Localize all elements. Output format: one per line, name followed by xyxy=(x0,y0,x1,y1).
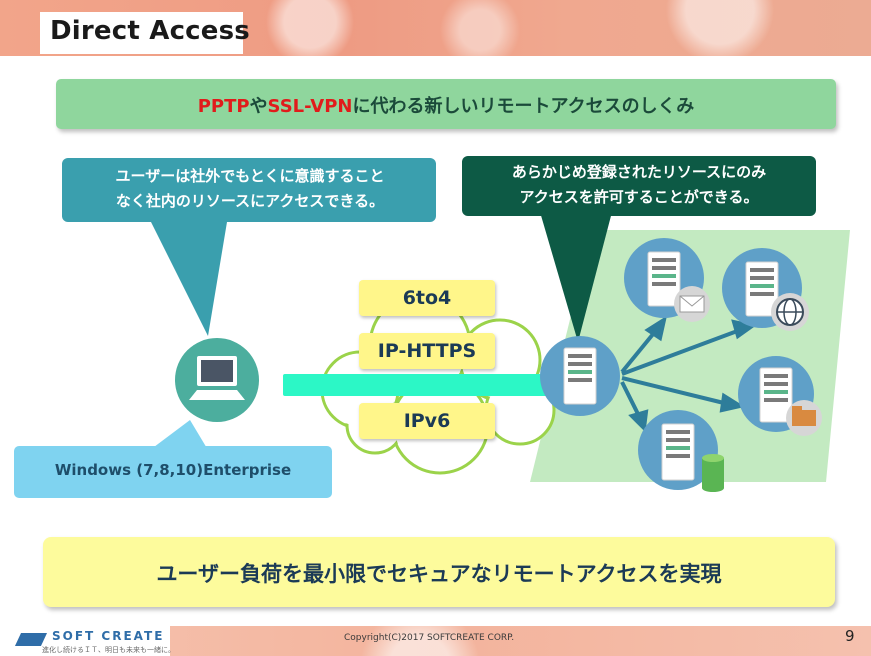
os-label-box xyxy=(14,446,332,498)
top-banner xyxy=(56,79,836,129)
left-callout xyxy=(62,158,436,222)
left-callout-tail xyxy=(148,216,228,336)
right-callout-text: あらかじめ登録されたリソースにのみアクセスを許可することができる。 xyxy=(466,160,812,210)
protocol-6to4: 6to4 xyxy=(359,280,495,316)
globe-icon xyxy=(771,293,809,331)
right-callout xyxy=(462,156,816,216)
protocol-ip-https: IP-HTTPS xyxy=(359,333,495,369)
ssl-vpn-label: SSL-VPN xyxy=(267,96,353,117)
right-callout-line2: アクセスを許可することができる。 xyxy=(519,188,759,206)
database-icon xyxy=(702,454,724,492)
banner-particle: や xyxy=(249,96,268,117)
page-title: Direct Access xyxy=(50,16,250,46)
laptop-icon xyxy=(189,356,245,400)
server-icon xyxy=(638,410,718,490)
server-cluster xyxy=(540,238,822,492)
left-callout-line1: ユーザーは社外でもとくに意識すること xyxy=(115,167,385,185)
right-callout-tail xyxy=(540,212,612,342)
title-background xyxy=(40,12,243,54)
protocol-ipv6: IPv6 xyxy=(359,403,495,439)
top-banner-text: PPTPやSSL-VPNに代わる新しいリモートアクセスのしくみ xyxy=(56,92,836,118)
left-callout-line2: なく社内のリソースにアクセスできる。 xyxy=(115,192,385,210)
connection-arrows xyxy=(620,315,757,433)
left-callout-text: ユーザーは社外でもとくに意識することなく社内のリソースにアクセスできる。 xyxy=(70,164,430,214)
pptp-label: PPTP xyxy=(197,96,250,117)
mail-icon xyxy=(674,286,710,322)
bottom-banner xyxy=(43,537,835,607)
folder-icon xyxy=(786,400,822,436)
bottom-message: ユーザー負荷を最小限でセキュアなリモートアクセスを実現 xyxy=(156,562,722,586)
right-callout-line1: あらかじめ登録されたリソースにのみ xyxy=(511,163,767,181)
copyright: Copyright(C)2017 SOFTCREATE CORP. xyxy=(344,633,515,643)
company-tagline: 進化し続けるＩＴ、明日も未来も一緒に。 xyxy=(42,646,175,654)
banner-rest: に代わる新しいリモートアクセスのしくみ xyxy=(352,96,695,117)
os-label: Windows (7,8,10)Enterprise xyxy=(54,461,292,479)
page-number: 9 xyxy=(845,627,855,645)
windows-box-tail xyxy=(150,420,208,450)
tunnel-bar xyxy=(283,374,588,396)
server-icon xyxy=(540,336,620,416)
company-logo: SOFT CREATE xyxy=(52,629,165,643)
